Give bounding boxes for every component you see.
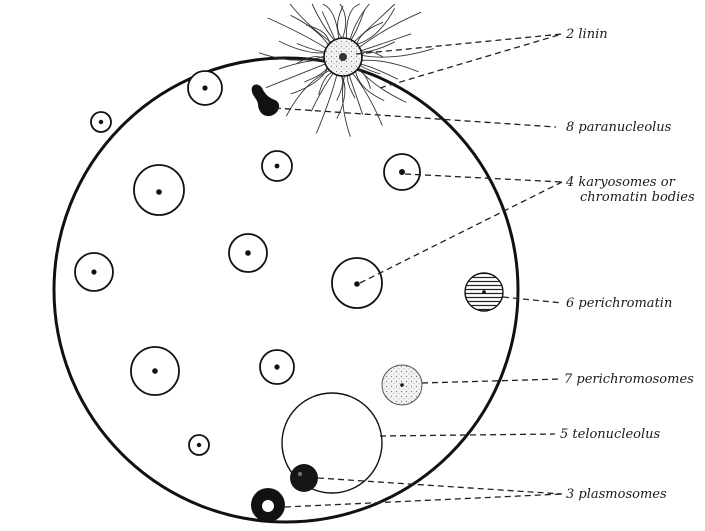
plasmosome-small-speck (298, 472, 302, 476)
karyosome-dot (156, 189, 162, 195)
leader-plasmosome-b (285, 494, 562, 507)
perichromatin-dot (482, 290, 486, 294)
leader-perichromatin (503, 297, 562, 303)
karyosomes (75, 71, 420, 455)
linin-fibre (297, 44, 326, 52)
label-karyosomes-line2: chromatin bodies (580, 190, 695, 205)
label-linin: 2 linin (565, 27, 608, 42)
plasmosome-small (290, 464, 318, 492)
karyosome-dot (399, 169, 405, 175)
karyosome-dot (202, 85, 207, 90)
linin-fibre (340, 4, 346, 39)
linin-fibre (346, 4, 360, 39)
linin-fibre (291, 15, 329, 46)
linin-fibre (342, 75, 350, 137)
linin-fibre (290, 4, 332, 43)
label-plasmosomes: 3 plasmosomes (566, 487, 667, 502)
leader-paranucleolus (275, 108, 556, 127)
karyosome-dot (275, 164, 280, 169)
leader-linin-a (356, 34, 562, 54)
linin-fibre (348, 74, 356, 98)
linin-center-core (339, 53, 347, 61)
paranucleolus (252, 85, 279, 117)
label-perichromosomes: 7 perichromosomes (564, 372, 694, 387)
leader-karyosome-b (360, 182, 562, 283)
linin-fibre (312, 4, 335, 41)
karyosome-dot (274, 364, 279, 369)
karyosome-dot (197, 443, 201, 447)
linin-fibre (349, 74, 363, 115)
linin-fibre (337, 75, 343, 101)
leader-linin-b (380, 34, 562, 88)
label-karyosomes-line1: 4 karyosomes or (565, 175, 676, 190)
linin-fibre (351, 10, 365, 41)
perichromosome-dot (400, 383, 404, 387)
label-telonucleolus: 5 telonucleolus (560, 427, 661, 442)
karyosome-dot (152, 368, 158, 374)
linin-fibre (311, 73, 334, 112)
karyosome-dot (245, 250, 251, 256)
linin-fibre (360, 34, 411, 51)
label-perichromatin: 6 perichromatin (566, 296, 672, 311)
label-paranucleolus: 8 paranucleolus (566, 120, 672, 135)
leader-perichromosomes (422, 379, 560, 383)
karyosome-dot (99, 120, 103, 124)
leader-karyosome-a (405, 174, 562, 182)
plasmosome-large-core (262, 500, 274, 512)
karyosome-dot (354, 281, 360, 287)
karyosome-dot (91, 269, 96, 274)
